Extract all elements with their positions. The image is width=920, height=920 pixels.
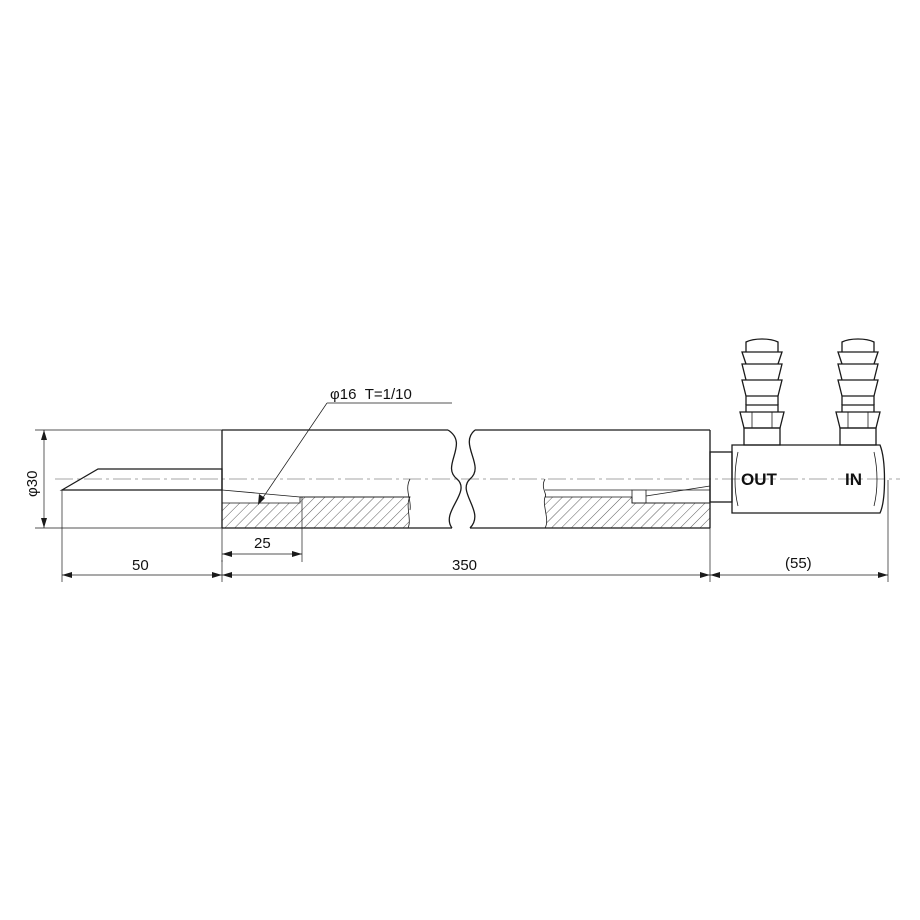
body-length-label: 350 [452,557,477,574]
connector-neck [709,451,733,503]
length-dimensions: 50 350 (55) [61,480,889,582]
diameter-dimension: φ30 [24,429,222,529]
diameter-label: φ30 [24,471,41,497]
inlet-label: IN [845,470,862,489]
connector-length-label: (55) [785,555,812,572]
hose-barb-inlet [835,338,881,446]
body-left-section [221,429,462,529]
taper-length-label: 25 [254,535,271,552]
connector-block [731,444,886,514]
body-right-section [465,429,711,529]
bore-spec-leader: φ16 T=1/10 [258,386,452,505]
tip-length-label: 50 [132,557,149,574]
outlet-label: OUT [741,470,778,489]
bore-spec-label: φ16 T=1/10 [330,386,412,403]
hose-barb-outlet [739,338,785,446]
taper-dimension: 25 [221,497,303,562]
tapered-tip [59,468,223,491]
